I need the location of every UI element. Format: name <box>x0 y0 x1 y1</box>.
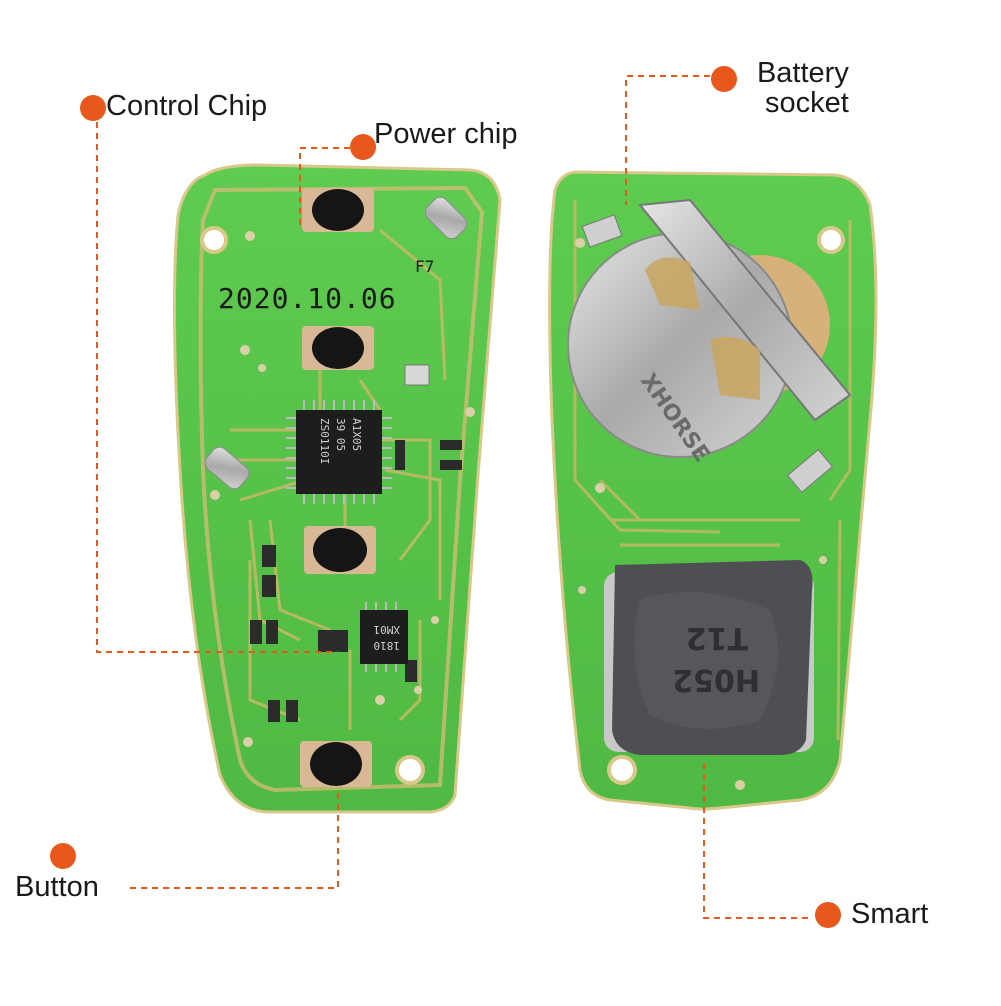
smart-chip: H052 T12 <box>604 560 814 755</box>
control-chip: A1X05 39 05 ZS0110I <box>286 400 392 504</box>
left-pcb-board: A1X05 39 05 ZS0110I 1810 XM01 2020.10.06… <box>172 163 502 814</box>
power-chip-marker-dot <box>350 134 376 160</box>
smart-chip-marking-1: H052 <box>672 662 760 697</box>
power-chip-marking-2: XM01 <box>374 623 401 636</box>
smart-marker-dot <box>815 902 841 928</box>
leader-lines <box>96 75 808 919</box>
power-chip: 1810 XM01 <box>360 602 408 672</box>
right-pcb-board: XHORSE H052 T12 <box>548 170 878 811</box>
smart-label: Smart <box>851 898 929 930</box>
date-marking: 2020.10.06 <box>218 282 397 315</box>
main-chip-marking-2: 39 05 <box>334 418 347 451</box>
battery-socket-marker-dot <box>711 66 737 92</box>
power-chip-label: Power chip <box>374 118 518 150</box>
main-chip-marking-3: ZS0110I <box>318 418 331 464</box>
tactile-buttons <box>300 188 376 787</box>
battery-socket: XHORSE <box>567 198 852 493</box>
button-marker-dot <box>50 843 76 869</box>
battery-socket-label: Battery socket <box>755 58 849 118</box>
battery-socket-label-line2: socket <box>765 87 849 119</box>
control-chip-label: Control Chip <box>106 90 268 122</box>
smart-chip-marking-2: T12 <box>686 620 748 655</box>
battery-socket-label-line1: Battery <box>756 57 849 89</box>
revision-marking: F7 <box>415 257 434 276</box>
power-chip-marking-1: 1810 <box>374 639 401 652</box>
button-label: Button <box>15 871 99 903</box>
main-chip-marking-1: A1X05 <box>350 418 363 451</box>
control-chip-marker-dot <box>80 95 106 121</box>
